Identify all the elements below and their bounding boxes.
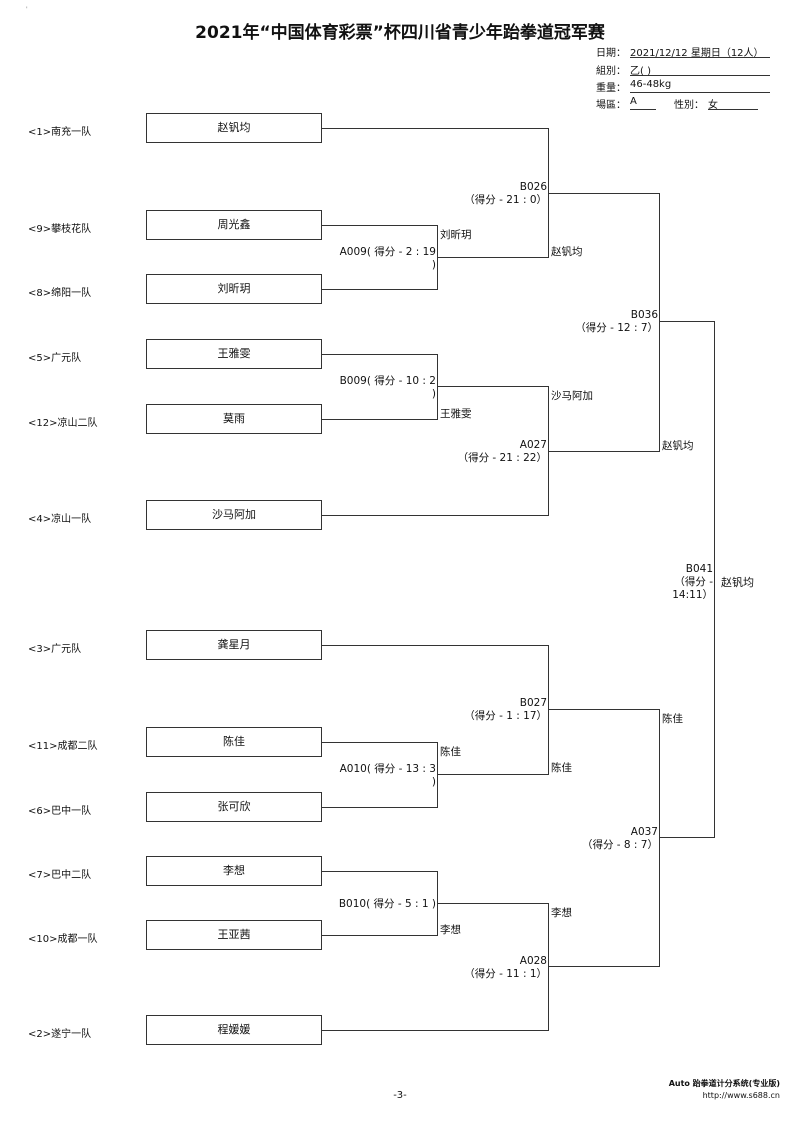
bracket-line: [322, 289, 438, 290]
match-winner: 陈佳: [551, 762, 572, 774]
court-label: 場區：: [596, 100, 626, 111]
bracket-line: [548, 451, 660, 452]
gender-value: 女: [708, 96, 758, 111]
competitor-box: 赵钒均: [146, 113, 322, 143]
competitor-box: 陈佳: [146, 727, 322, 757]
page-number: -3-: [393, 1090, 407, 1101]
bracket-line: [437, 386, 549, 387]
team-label: <10>成都一队: [28, 934, 98, 945]
competitor-box: 周光鑫: [146, 210, 322, 240]
match-label: B009( 得分 - 10 : 2): [339, 375, 436, 400]
group-label: 組別：: [596, 66, 626, 77]
bracket-line: [322, 354, 438, 355]
group-value: 乙( ): [630, 62, 770, 77]
bracket-line: [322, 807, 438, 808]
footer-url: http://www.s688.cn: [702, 1091, 780, 1100]
date-value: 2021/12/12 星期日（12人）: [630, 44, 770, 59]
bracket-line: [714, 321, 715, 838]
team-label: <12>凉山二队: [28, 418, 98, 429]
match-winner: 赵钒均: [551, 246, 583, 258]
match-label: A010( 得分 - 13 : 3): [339, 763, 436, 788]
competitor-box: 张可欣: [146, 792, 322, 822]
bracket-line: [322, 935, 438, 936]
bracket-line: [437, 257, 549, 258]
footer-system: Auto 跆拳道计分系统(专业版): [668, 1079, 780, 1088]
bracket-line: [659, 193, 660, 452]
weight-value: 46-48kg: [630, 79, 770, 93]
team-label: <7>巴中二队: [28, 870, 92, 881]
court-value: A: [630, 96, 656, 110]
bracket-line: [437, 742, 438, 808]
bracket-line: [322, 515, 549, 516]
competitor-box: 沙马阿加: [146, 500, 322, 530]
team-label: <6>巴中一队: [28, 806, 92, 817]
bracket-line: [322, 742, 438, 743]
match-winner: 王雅雯: [440, 408, 472, 420]
match-label: A037（得分 - 8 : 7）: [581, 826, 658, 851]
competitor-box: 程媛媛: [146, 1015, 322, 1045]
date-label: 日期：: [596, 48, 626, 59]
bracket-line: [548, 645, 549, 775]
corner-mark: ': [26, 6, 28, 13]
bracket-line: [548, 193, 660, 194]
match-label: B027（得分 - 1 : 17）: [464, 697, 547, 722]
match-label: A009( 得分 - 2 : 19): [339, 246, 436, 271]
match-label: A028（得分 - 11 : 1）: [464, 955, 547, 980]
match-label: B041（得分 -14:11）: [672, 563, 713, 601]
match-winner: 赵钒均: [662, 440, 694, 452]
bracket-line: [437, 903, 549, 904]
match-winner: 李想: [440, 924, 461, 936]
team-label: <1>南充一队: [28, 127, 92, 138]
bracket-line: [659, 837, 715, 838]
bracket-line: [322, 645, 549, 646]
competitor-box: 龚星月: [146, 630, 322, 660]
match-winner: 陈佳: [440, 746, 461, 758]
team-label: <4>凉山一队: [28, 514, 92, 525]
competitor-box: 莫雨: [146, 404, 322, 434]
weight-label: 重量：: [596, 83, 626, 94]
match-label: B036（得分 - 12 : 7）: [575, 309, 658, 334]
team-label: <5>广元队: [28, 353, 82, 364]
bracket-line: [437, 354, 438, 420]
competitor-box: 李想: [146, 856, 322, 886]
bracket-line: [322, 128, 549, 129]
bracket-line: [659, 709, 660, 967]
bracket-line: [548, 709, 660, 710]
bracket-line: [659, 321, 715, 322]
team-label: <8>绵阳一队: [28, 288, 92, 299]
page-title: 2021年“中国体育彩票”杯四川省青少年跆拳道冠军赛: [195, 23, 605, 43]
team-label: <9>攀枝花队: [28, 224, 92, 235]
gender-label: 性別：: [674, 100, 704, 111]
match-winner: 沙马阿加: [551, 390, 593, 402]
bracket-line: [322, 871, 438, 872]
match-label: A027（得分 - 21 : 22）: [457, 439, 547, 464]
team-label: <2>遂宁一队: [28, 1029, 92, 1040]
bracket-line: [437, 774, 549, 775]
champion-name: 赵钒均: [721, 576, 754, 589]
match-winner: 李想: [551, 907, 572, 919]
bracket-line: [322, 419, 438, 420]
bracket-line: [322, 1030, 549, 1031]
team-label: <11>成都二队: [28, 741, 98, 752]
competitor-box: 王亚茜: [146, 920, 322, 950]
competitor-box: 王雅雯: [146, 339, 322, 369]
competitor-box: 刘昕玥: [146, 274, 322, 304]
match-winner: 陈佳: [662, 713, 683, 725]
bracket-line: [322, 225, 438, 226]
match-label: B026（得分 - 21 : 0）: [464, 181, 547, 206]
bracket-line: [548, 966, 660, 967]
team-label: <3>广元队: [28, 644, 82, 655]
bracket-line: [548, 903, 549, 1031]
match-winner: 刘昕玥: [440, 229, 472, 241]
match-label: B010( 得分 - 5 : 1 ): [338, 898, 436, 910]
